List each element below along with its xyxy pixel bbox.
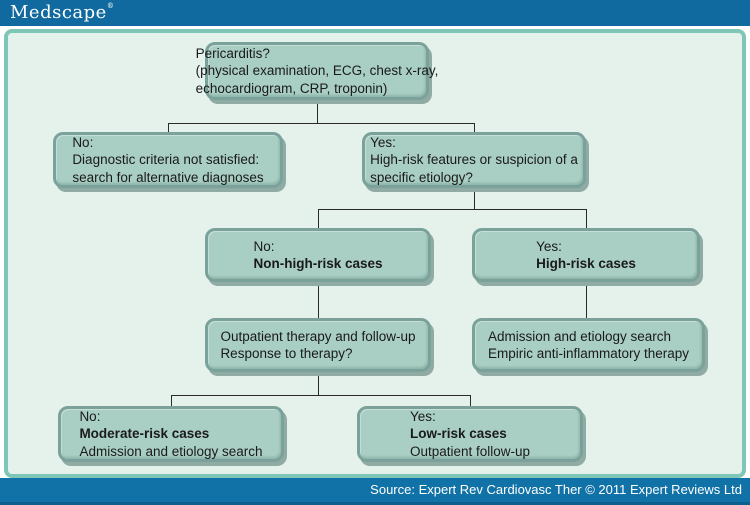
connector-line <box>171 395 471 396</box>
node-line: Non-high-risk cases <box>253 256 383 271</box>
node-line: (physical examination, ECG, chest x-ray, <box>195 63 439 79</box>
node-line: Yes: <box>370 134 396 150</box>
node-line: Admission and etiology search <box>79 443 263 459</box>
node-line: Admission and etiology search <box>487 328 672 344</box>
node-line: Outpatient follow-up <box>409 443 531 459</box>
node-text: Yes: Low-risk cases Outpatient follow-up <box>410 408 530 461</box>
connector-line <box>586 209 587 228</box>
header-bar: Medscape® <box>0 0 750 26</box>
connector-line <box>586 282 587 318</box>
connector-line <box>318 209 587 210</box>
connector-line <box>171 395 172 406</box>
node-line: Response to therapy? <box>220 346 353 361</box>
medscape-logo: Medscape® <box>10 1 114 25</box>
node-text: Pericarditis? (physical examination, ECG… <box>196 45 439 98</box>
node-line: Outpatient therapy and follow-up <box>220 328 416 344</box>
node-line: High-risk cases <box>536 256 636 271</box>
connector-line <box>168 123 475 124</box>
footer-bar: Source: Expert Rev Cardiovasc Ther © 201… <box>0 478 750 505</box>
node-line: search for alternative diagnoses <box>72 169 264 185</box>
node-line: Pericarditis? <box>195 45 270 61</box>
node-outpatient-therapy: Outpatient therapy and follow-up Respons… <box>205 318 431 372</box>
node-line: No: <box>72 134 94 150</box>
node-line: Yes: <box>536 238 562 254</box>
node-line: Low-risk cases <box>409 426 507 442</box>
node-text: No: Non-high-risk cases <box>253 238 382 273</box>
node-text: No: Diagnostic criteria not satisfied: s… <box>72 134 263 187</box>
connector-line <box>318 372 319 395</box>
node-text: Yes: High-risk features or suspicion of … <box>370 134 578 187</box>
node-line: High-risk features or suspicion of a <box>370 152 578 168</box>
connector-line <box>318 282 319 318</box>
node-line: Empiric anti-inflammatory therapy <box>487 346 690 361</box>
node-pericarditis: Pericarditis? (physical examination, ECG… <box>196 42 438 100</box>
connector-line <box>470 395 471 406</box>
node-line: No: <box>79 408 101 424</box>
connector-line <box>168 123 169 132</box>
connector-line <box>318 209 319 228</box>
node-low-risk-cases: Yes: Low-risk cases Outpatient follow-up <box>357 406 583 462</box>
node-line: Moderate-risk cases <box>79 426 210 442</box>
connector-line <box>474 188 475 209</box>
node-line: No: <box>253 238 275 254</box>
node-line: Diagnostic criteria not satisfied: <box>72 152 260 168</box>
node-text: Yes: High-risk cases <box>536 238 636 273</box>
node-admission-etiology-search: Admission and etiology search Empiric an… <box>472 318 705 372</box>
node-non-high-risk-cases: No: Non-high-risk cases <box>205 228 431 282</box>
connector-line <box>317 100 318 123</box>
node-line: Yes: <box>409 408 436 424</box>
medscape-logo-text: Medscape <box>10 2 107 23</box>
node-text: Admission and etiology search Empiric an… <box>488 328 689 363</box>
node-yes-high-risk-features: Yes: High-risk features or suspicion of … <box>362 132 586 188</box>
node-text: No: Moderate-risk cases Admission and et… <box>79 408 262 461</box>
node-text: Outpatient therapy and follow-up Respons… <box>220 328 415 363</box>
node-line: specific etiology? <box>370 169 473 185</box>
source-credit: Source: Expert Rev Cardiovasc Ther © 201… <box>370 482 742 497</box>
node-no-diagnostic-criteria: No: Diagnostic criteria not satisfied: s… <box>53 132 283 188</box>
node-moderate-risk-cases: No: Moderate-risk cases Admission and et… <box>58 406 284 462</box>
connector-line <box>474 123 475 132</box>
registered-trademark-mark: ® <box>106 2 115 10</box>
node-line: echocardiogram, CRP, troponin) <box>195 80 388 96</box>
node-high-risk-cases: Yes: High-risk cases <box>472 228 700 282</box>
